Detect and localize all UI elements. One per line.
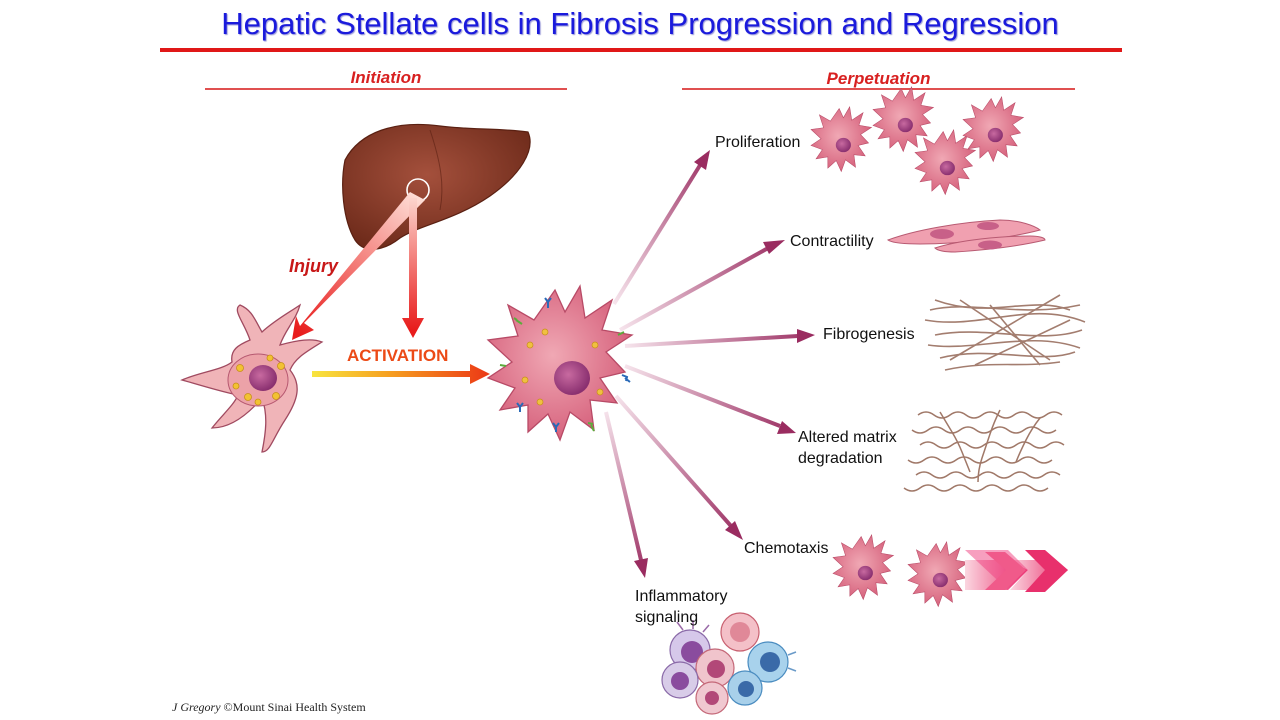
arrowhead-chemotaxis (725, 521, 743, 540)
quiescent-stellate-cell (180, 303, 324, 453)
activation-label: ACTIVATION (347, 346, 449, 365)
title-underline (160, 48, 1122, 52)
arrowhead-proliferation (694, 150, 710, 170)
perpetuation-rule (682, 88, 1075, 90)
altered-matrix-label-line2: degradation (798, 450, 883, 467)
contractile-cells (886, 219, 1046, 253)
altered-matrix-label-line1: Altered matrix (798, 429, 897, 446)
activation-arrow (312, 364, 490, 384)
injury-label: Injury (289, 256, 339, 276)
perpetuation-header: Perpetuation (826, 69, 931, 88)
inflammatory-label-line2: signaling (635, 609, 699, 626)
activated-stellate-cell (486, 284, 634, 442)
credit-rest: ©Mount Sinai Health System (220, 700, 366, 714)
chemotaxis-cells (832, 534, 969, 607)
proliferation-cells (810, 86, 1024, 195)
initiation-rule (205, 88, 567, 90)
outcome-arrows (604, 150, 815, 578)
fibrogenesis-label: Fibrogenesis (823, 326, 915, 343)
image-credit: J Gregory ©Mount Sinai Health System (172, 700, 366, 715)
arrowhead-contractility (763, 240, 785, 254)
proliferation-label: Proliferation (715, 134, 801, 151)
page-title: Hepatic Stellate cells in Fibrosis Progr… (221, 6, 1059, 41)
inflammatory-cells (661, 612, 797, 715)
arrowhead-altered-matrix (777, 421, 796, 434)
arrowhead-fibrogenesis (797, 329, 815, 343)
chemotaxis-direction-chevrons (965, 550, 1068, 592)
credit-author: J Gregory (172, 700, 221, 714)
chemotaxis-label: Chemotaxis (744, 540, 829, 557)
inflammatory-label-line1: Inflammatory (635, 588, 728, 605)
initiation-header: Initiation (350, 68, 422, 87)
contractility-label: Contractility (790, 233, 874, 250)
injury-arrows (292, 192, 425, 340)
fibrogenesis-fibers (924, 294, 1086, 371)
matrix-fibers (903, 409, 1065, 492)
liver-illustration (342, 123, 531, 250)
arrowhead-inflammatory (634, 558, 648, 578)
